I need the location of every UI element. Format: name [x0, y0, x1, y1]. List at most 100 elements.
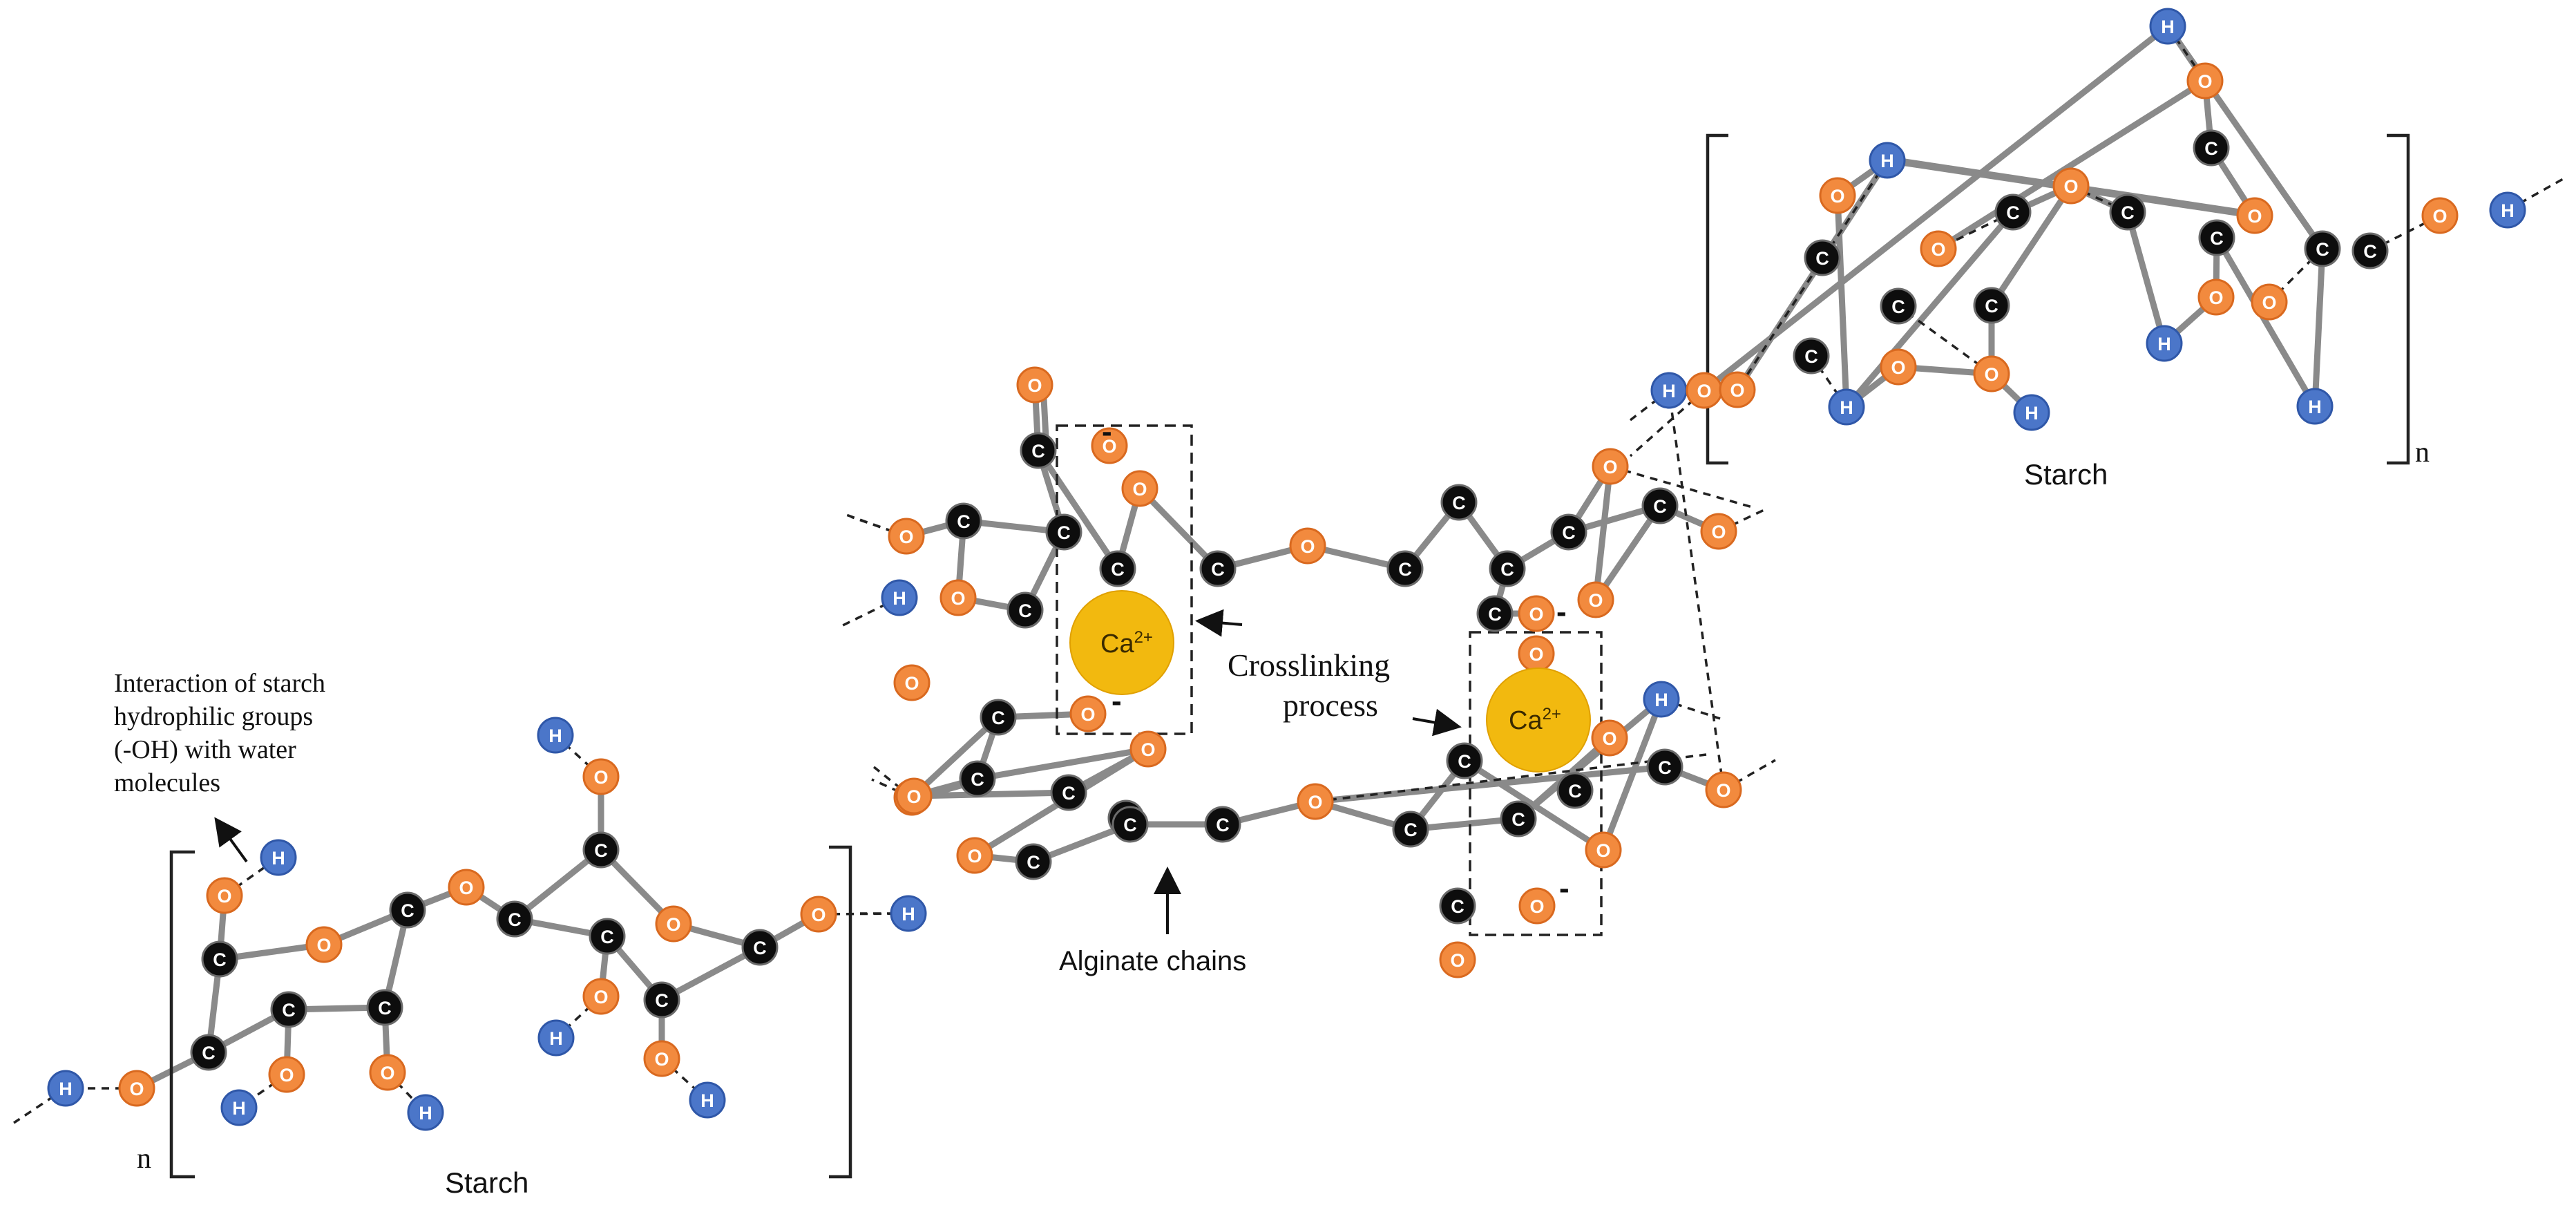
- atom-h: H: [890, 895, 927, 932]
- atom-o: O: [118, 1070, 155, 1107]
- atom-label: C: [2363, 241, 2377, 262]
- atom-label: H: [2308, 397, 2322, 417]
- atom-c: C: [1446, 742, 1483, 779]
- atom-label: C: [213, 949, 227, 970]
- covalent-bond: [1600, 696, 1665, 853]
- atom-label: H: [232, 1098, 246, 1119]
- covalent-bond: [1136, 485, 1221, 572]
- atom-o: O: [2052, 167, 2090, 205]
- calcium-ion-left: Ca2+: [1069, 590, 1174, 695]
- atom-label: C: [594, 840, 608, 861]
- atom-label: O: [1891, 357, 1905, 378]
- atom-label: O: [1529, 896, 1544, 917]
- atom-o: O: [582, 978, 620, 1015]
- atom-label: O: [1730, 380, 1744, 401]
- atom-label: H: [893, 588, 906, 609]
- atom-o: O: [888, 518, 925, 555]
- crosslinking-arrow-left: [1195, 609, 1243, 637]
- interaction-arrow: [214, 817, 248, 863]
- hydrogen-bond: [1736, 160, 1889, 390]
- hydrogen-bond: [2070, 184, 2128, 214]
- atom-label: O: [906, 786, 921, 807]
- atom-h: H: [260, 839, 297, 876]
- atom-label: O: [951, 588, 965, 609]
- atom-o: O: [582, 758, 620, 795]
- atom-label: C: [957, 511, 971, 532]
- atom-c: C: [2304, 230, 2341, 267]
- atom-label: O: [279, 1065, 294, 1086]
- atom-o: O: [1518, 595, 1555, 632]
- atom-c: C: [1006, 591, 1044, 629]
- atom-o: O: [1439, 941, 1476, 978]
- atom-c: C: [582, 831, 620, 869]
- atom-c: C: [1386, 550, 1424, 587]
- atom-c: C: [945, 502, 982, 540]
- atom-o: O: [1016, 366, 1053, 404]
- calcium-label-right: Ca2+: [1509, 705, 1561, 735]
- atom-label: O: [2063, 176, 2078, 197]
- covalent-bond: [1935, 77, 2208, 252]
- atom-h: H: [689, 1081, 726, 1119]
- atom-label: C: [1057, 522, 1071, 543]
- atom-o: O: [2251, 283, 2288, 321]
- atom-label: C: [1500, 559, 1514, 580]
- atom-label: C: [1404, 820, 1418, 840]
- covalent-bond: [1701, 23, 2171, 394]
- atom-c: C: [1973, 287, 2010, 324]
- atom-c: C: [1099, 550, 1136, 587]
- atom-label: C: [1804, 346, 1818, 367]
- atom-c: C: [2198, 219, 2235, 256]
- chain-end-dash: [1661, 698, 1721, 720]
- atom-label: H: [2025, 403, 2039, 424]
- atom-label: O: [1711, 522, 1726, 542]
- atom-label: O: [217, 886, 231, 907]
- atom-o: O: [1719, 371, 1756, 408]
- covalent-bond: [2124, 209, 2168, 347]
- atom-c: C: [389, 891, 426, 929]
- atom-c: C: [1646, 748, 1683, 786]
- atom-label: O: [1529, 644, 1543, 665]
- atom-h: H: [220, 1089, 258, 1126]
- chain-end-dash: [2507, 177, 2565, 211]
- atom-label: O: [316, 935, 331, 956]
- atom-label: O: [1080, 704, 1095, 725]
- atom-o: O: [448, 869, 485, 906]
- bracket-right-close: [2387, 133, 2410, 465]
- atom-o: O: [1592, 448, 1629, 485]
- atom-c: C: [643, 981, 680, 1019]
- chain-end-dash: [13, 1087, 66, 1124]
- atom-label: C: [2210, 228, 2224, 249]
- atom-o: O: [643, 1040, 680, 1077]
- atom-label: H: [700, 1090, 714, 1111]
- atom-o: O: [800, 896, 837, 933]
- repeat-n-right: n: [2415, 437, 2430, 468]
- atom-c: C: [1439, 887, 1476, 925]
- atom-h: H: [2489, 191, 2526, 229]
- charge-minus-1: -: [1102, 415, 1112, 448]
- interaction-text-line2: hydrophilic groups: [114, 702, 313, 731]
- atom-c: C: [741, 929, 779, 966]
- atom-label: C: [1123, 815, 1137, 835]
- atom-c: C: [1440, 484, 1478, 521]
- atom-o: O: [1289, 527, 1326, 565]
- crosslinking-text-line2: process: [1283, 688, 1378, 723]
- bracket-left-open: [169, 850, 195, 1179]
- atom-label: H: [1654, 690, 1668, 710]
- atom-o: O: [1819, 177, 1856, 214]
- atom-c: C: [1112, 806, 1149, 843]
- atom-label: C: [2006, 202, 2020, 223]
- atom-label: O: [1602, 728, 1616, 749]
- atom-label: C: [1511, 809, 1525, 830]
- crosslink-box-left: [1056, 424, 1193, 735]
- atom-o: O: [2197, 278, 2235, 316]
- atom-o: O: [939, 579, 977, 616]
- atom-o: O: [1705, 771, 1742, 808]
- starch-label-left: Starch: [445, 1166, 528, 1199]
- hydrogen-bond: [1810, 355, 1848, 408]
- atom-c: C: [1556, 772, 1594, 809]
- chain-end-dash: [1723, 759, 1776, 791]
- covalent-bond: [2213, 234, 2318, 410]
- atom-label: O: [1603, 457, 1617, 477]
- atom-label: C: [991, 708, 1005, 728]
